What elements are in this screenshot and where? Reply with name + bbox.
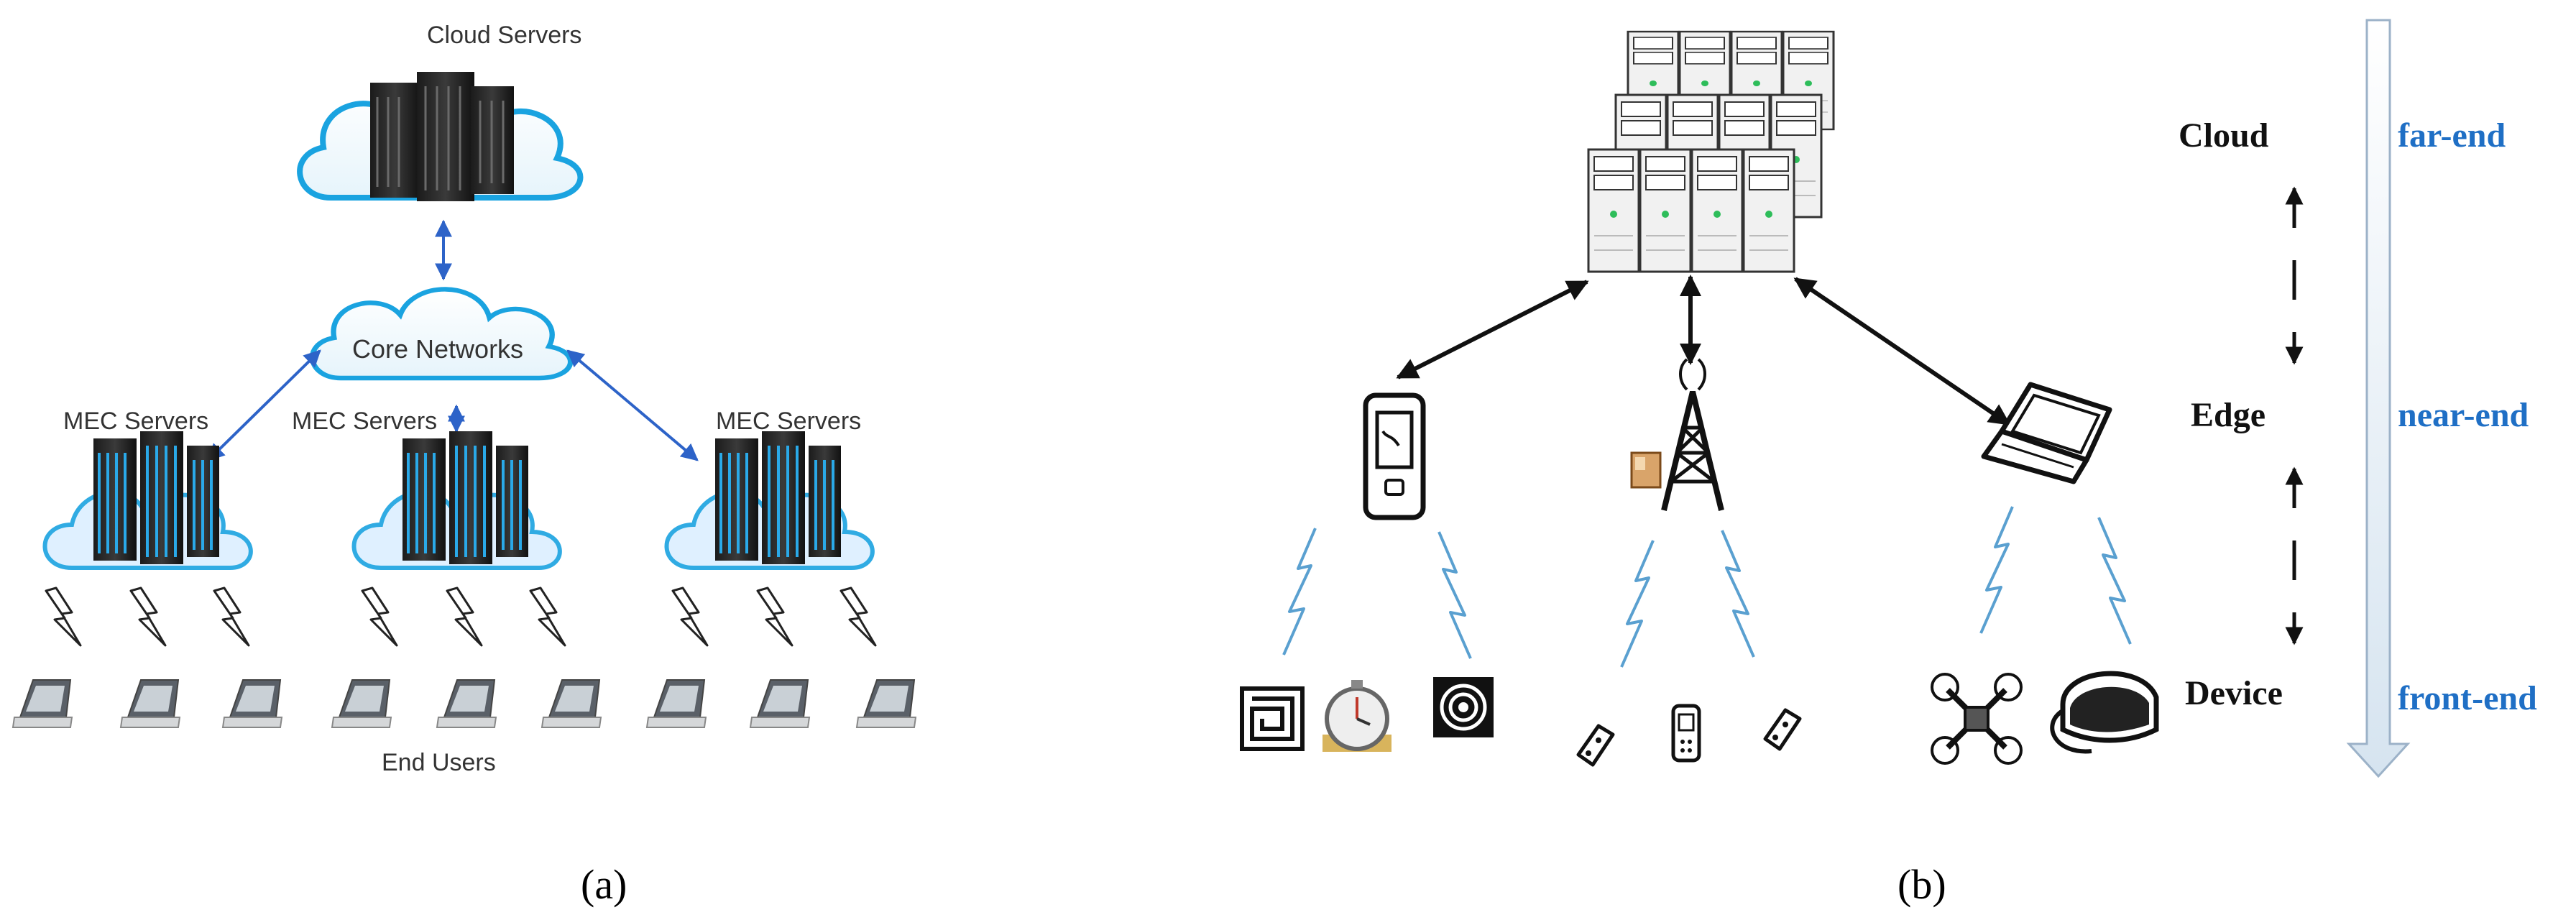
panel-b-caption: (b) (1898, 861, 1946, 908)
panel-b: Cloud Edge Device far-end near-end front… (1240, 19, 2537, 908)
mec-servers-label-3: MEC Servers (716, 408, 861, 435)
mec-server-icon-3 (667, 431, 873, 568)
core-mec-link-right (566, 349, 699, 461)
far-end-label: far-end (2398, 116, 2506, 155)
drone-icon (1931, 673, 2023, 765)
far-to-front-arrow (2346, 19, 2411, 778)
core-networks-label: Core Networks (352, 334, 523, 364)
cloud-servers-label: Cloud Servers (427, 22, 581, 49)
device-level-label: Device (2185, 674, 2283, 712)
wireless-bolts (45, 586, 877, 647)
core-mec-link-left (207, 349, 321, 461)
rfid-tag-icon (1240, 686, 1305, 751)
near-end-label: near-end (2398, 396, 2529, 434)
panel-a: Cloud Servers Core Networks MEC Servers … (12, 22, 916, 908)
stopwatch-icon (1322, 680, 1392, 752)
end-user-devices (12, 679, 916, 728)
base-station-icon (1630, 358, 1724, 511)
mec-server-icon-2 (354, 431, 560, 568)
front-end-label: front-end (2398, 679, 2537, 717)
vr-headset-icon (2050, 671, 2159, 754)
edge-level-label: Edge (2191, 396, 2266, 434)
mobile-phone-icon-3 (1765, 710, 1800, 749)
mec-server-icon-1 (45, 431, 251, 568)
speaker-sensor-icon (1433, 677, 1494, 737)
mec-servers-label-2: MEC Servers (292, 408, 437, 435)
wireless-links (1282, 505, 2132, 668)
laptop-icon (1981, 382, 2112, 484)
mec-servers-label-1: MEC Servers (63, 408, 208, 435)
cloud-edge-link-right (1793, 277, 2011, 426)
cloud-edge-link-left (1396, 280, 1589, 380)
server-cluster-icon (1587, 30, 1835, 273)
pda-icon (1363, 392, 1426, 520)
mobile-phone-icon-1 (1578, 726, 1613, 765)
mobile-phone-icon-2 (1671, 704, 1701, 763)
cloud-servers-icon (300, 72, 580, 201)
cloud-level-label: Cloud (2179, 116, 2269, 155)
end-users-label: End Users (382, 749, 496, 776)
panel-a-caption: (a) (581, 861, 627, 908)
